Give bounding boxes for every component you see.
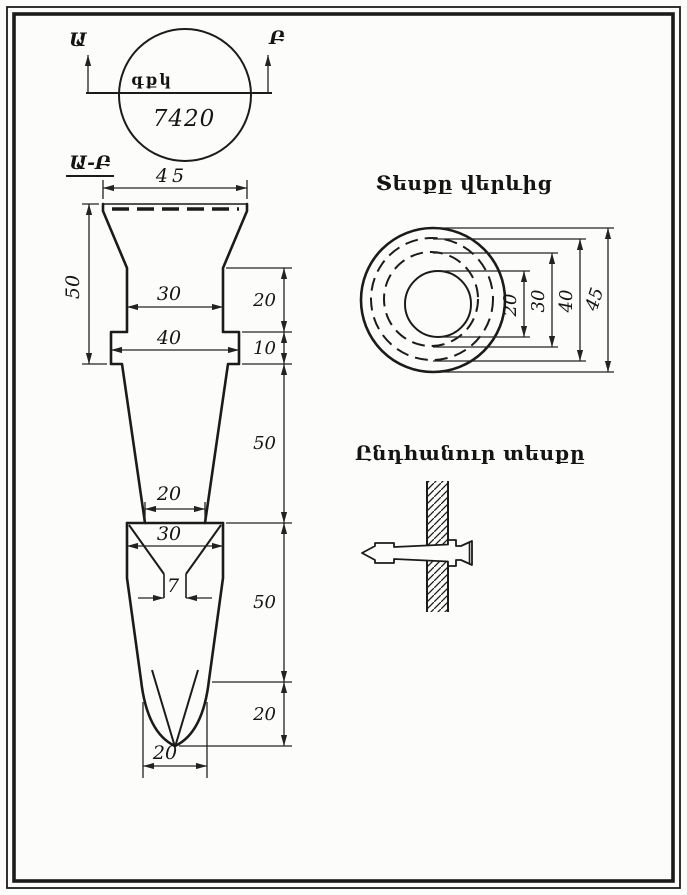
section-view: Ա-Բ 45 50 30 [62,152,292,778]
lower-profile-right [173,521,225,748]
countersink-chamfer-lines [128,524,222,575]
slot-lines [163,574,187,598]
section-marker-a: Ա [69,29,88,51]
hidden-circle-30 [383,251,479,347]
dim-taper-end-width: 20 [156,483,181,505]
tip-cone-lines [151,669,199,748]
outer-border-line [6,6,681,889]
plug-in-wall-silhouette [361,539,473,567]
dim-flange-height: 10 [253,338,276,359]
stamp-circle [118,28,252,162]
dim-circle-20: 20 [500,294,521,318]
stamp-number: 7420 [153,106,216,132]
ext-circle-30 [433,252,558,348]
lower-profile-left [125,521,177,748]
part-profile [101,202,249,748]
dim-flange-width: 40 [156,327,181,349]
outer-circle-45 [359,226,507,374]
ext-circle-45 [433,227,614,373]
section-view-label: Ա-Բ [69,152,111,174]
dim-lower-height: 50 [253,592,276,613]
dim-neck-height: 20 [252,290,276,311]
stamp: Ա Բ գքկ 7420 [69,27,285,162]
top-view-title: Տեսքը վերևից [376,171,552,195]
top-view: Տեսքը վերևից 20 30 40 45 [359,171,614,374]
ext-left-height [82,203,107,365]
stamp-org-code: գքկ [131,70,173,89]
general-view: Ընդհանուր տեսքը [355,441,585,612]
profile-right [203,202,249,525]
dim-upper-taper-height: 50 [253,433,276,454]
dim-left-height: 50 [62,275,84,299]
dim-circle-45: 45 [581,285,608,314]
inner-border-line [12,12,675,883]
dim-top-width: 45 [155,165,188,187]
inner-circle-20 [404,270,472,338]
ext-right-chain [179,267,292,747]
dimensions: 45 50 30 40 20 10 50 50 20 [62,165,292,778]
general-view-title: Ընդհանուր տեսքը [355,441,585,465]
dim-circle-30: 30 [528,290,549,313]
hidden-circle-40 [370,237,494,361]
dim-neck-width: 30 [157,283,181,305]
page-border [6,6,681,889]
dim-tip-width: 20 [152,742,177,764]
dim-tip-height: 20 [252,704,276,725]
dim-slot-width: 7 [167,575,180,597]
ext-circle-20 [438,270,530,338]
ext-circle-40 [433,238,586,362]
section-marker-b: Բ [268,27,285,49]
dim-circle-40: 40 [556,290,577,314]
top-view-dimensions: 20 30 40 45 [433,227,614,373]
dim-lower-width: 30 [157,523,181,545]
profile-left [101,202,147,525]
